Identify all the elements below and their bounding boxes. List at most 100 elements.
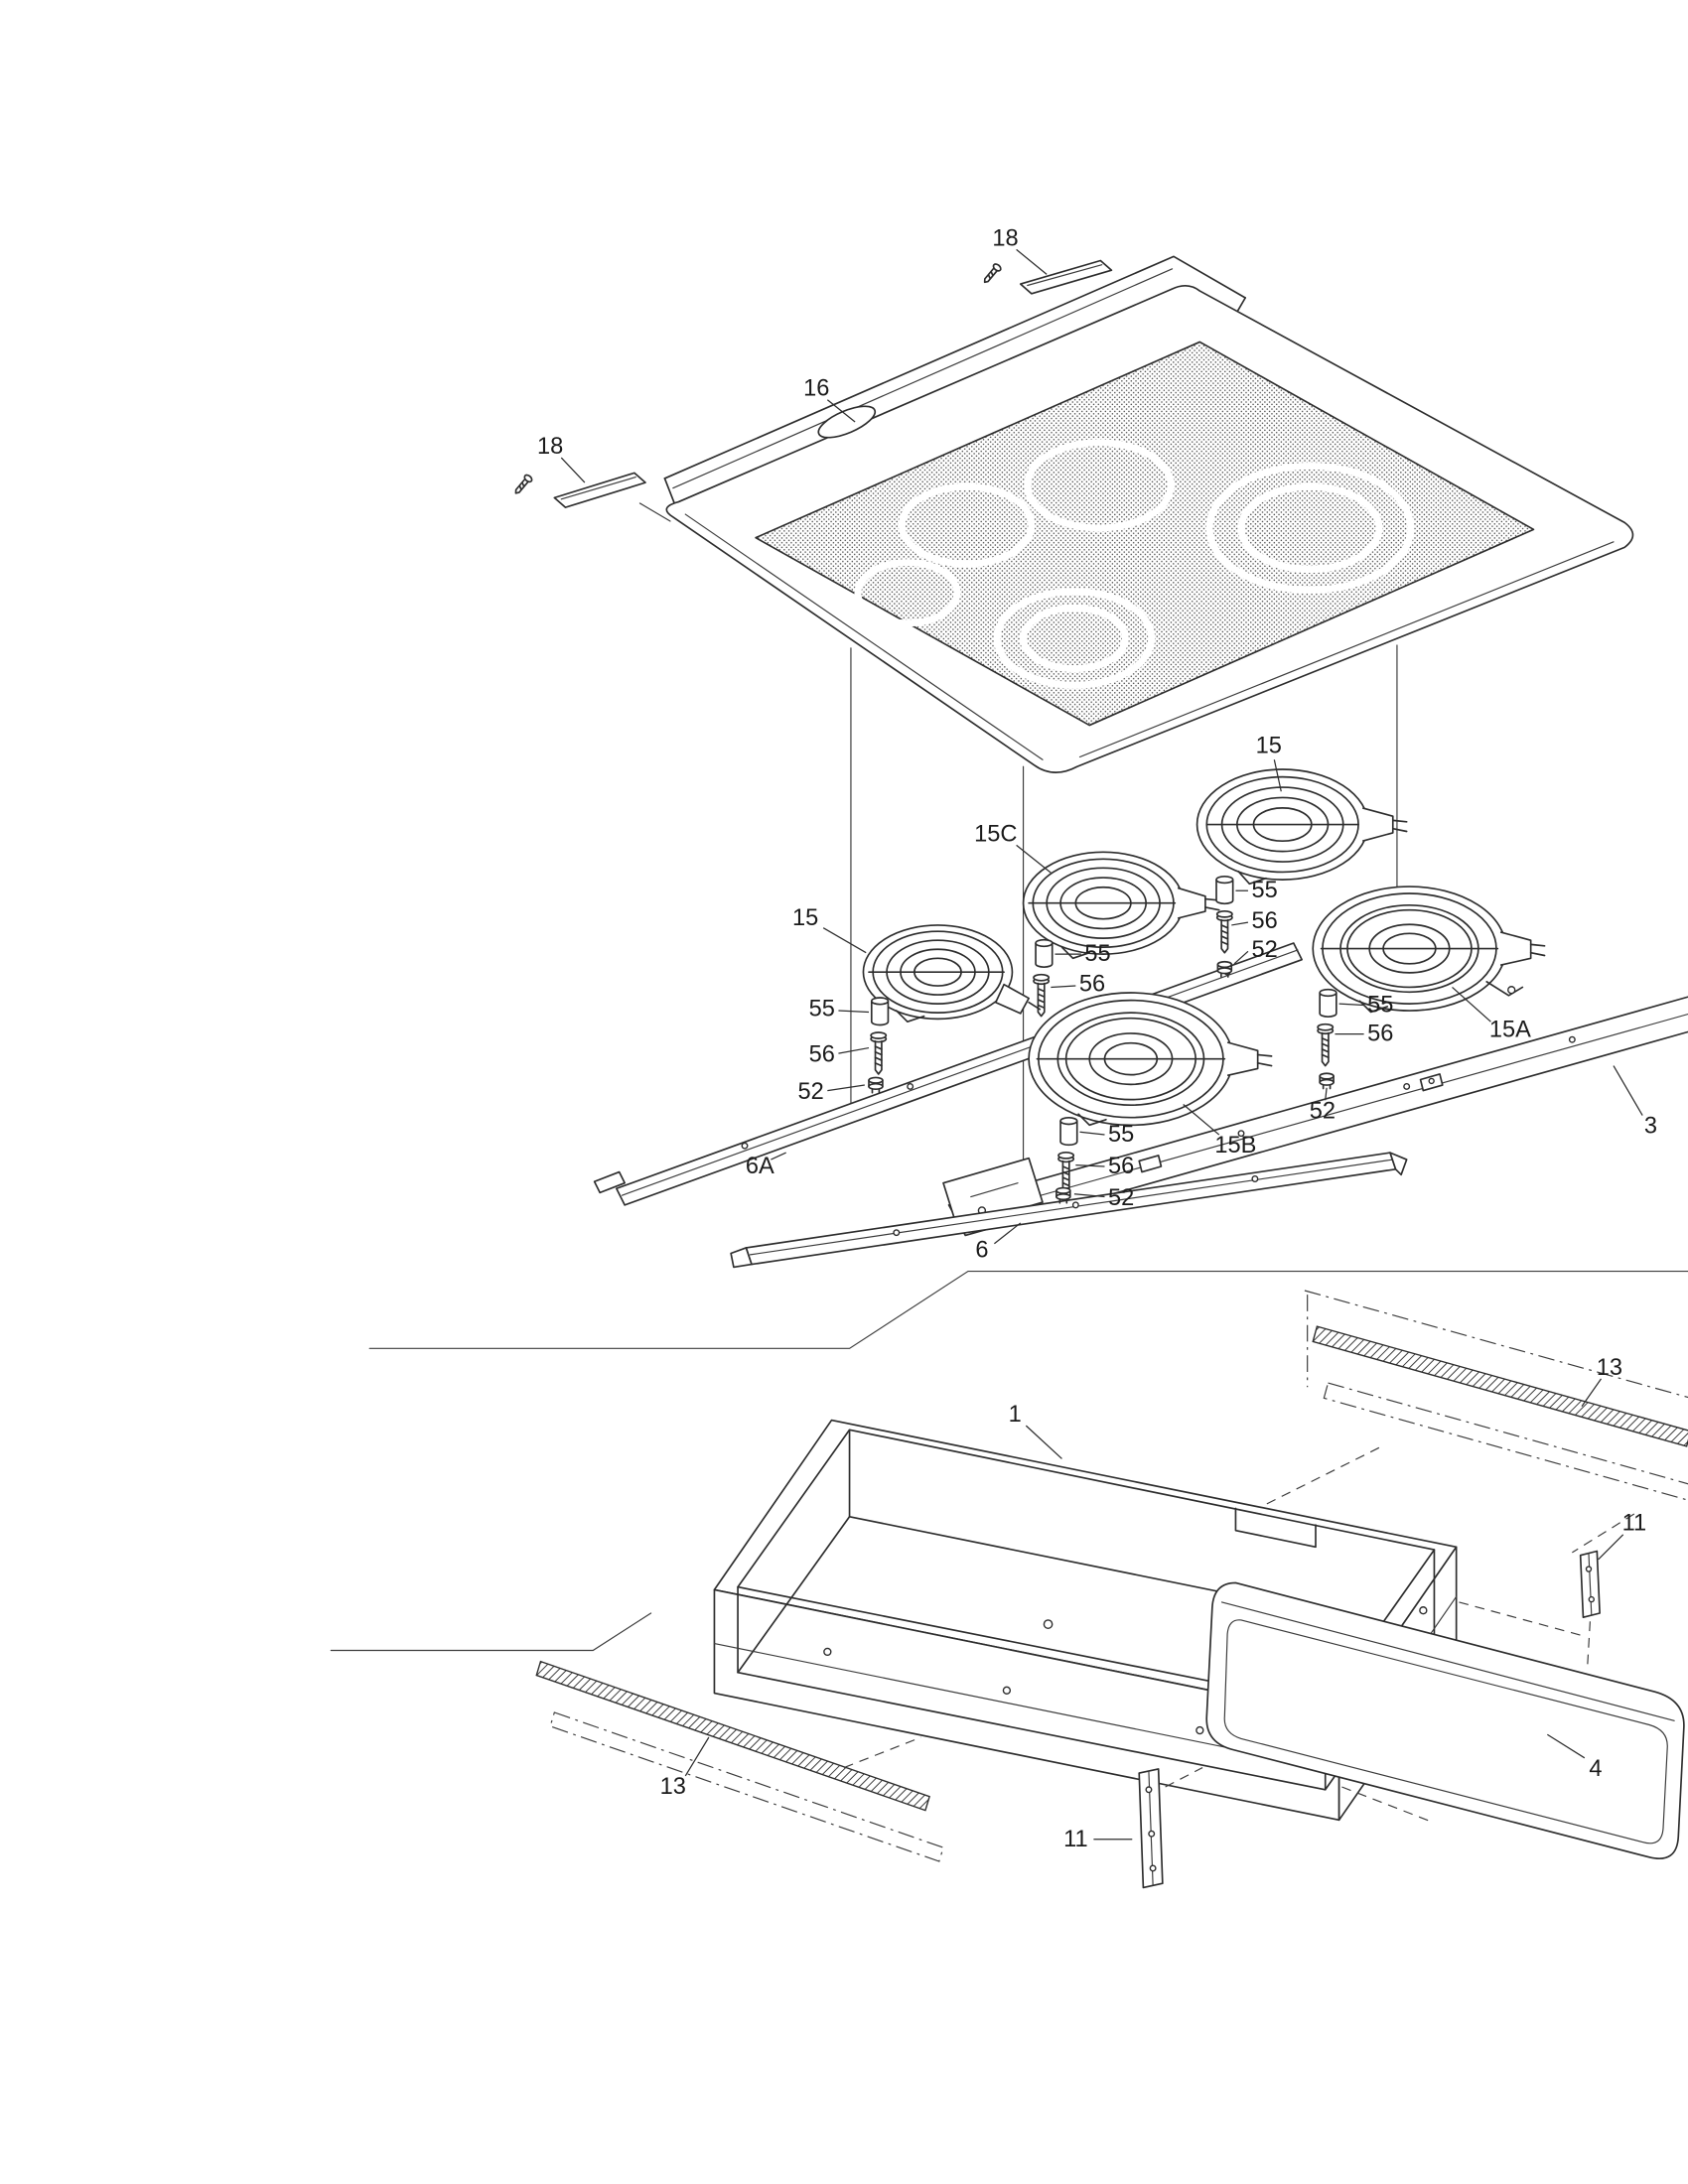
backsplash-lip bbox=[663, 255, 1246, 479]
leader-line-56 bbox=[838, 1046, 870, 1054]
leader-line-15 bbox=[1273, 759, 1282, 792]
screw-56 bbox=[870, 1031, 888, 1075]
part-label-11: 11 bbox=[1622, 1511, 1647, 1537]
slide-rail bbox=[1312, 1325, 1688, 1447]
rail-3 bbox=[942, 996, 1688, 1237]
bracket-11-left bbox=[1138, 1767, 1203, 1889]
spacer-55 bbox=[1319, 988, 1337, 1019]
part-label-15: 15 bbox=[1256, 733, 1282, 758]
part-label-6A: 6A bbox=[746, 1154, 774, 1179]
surface-element-15c bbox=[1022, 851, 1220, 960]
burner-ring bbox=[1024, 439, 1175, 532]
burner-ring bbox=[854, 559, 961, 627]
burner-ring bbox=[993, 588, 1156, 689]
bracket-screw bbox=[980, 261, 1003, 286]
burner-ring bbox=[898, 482, 1036, 568]
part-label-18: 18 bbox=[992, 225, 1018, 251]
leader-line-56 bbox=[1051, 985, 1076, 989]
part-label-52: 52 bbox=[798, 1079, 824, 1105]
hardware-stack-4 bbox=[1317, 988, 1337, 1090]
part-label-52: 52 bbox=[1251, 937, 1277, 963]
leader-line-56 bbox=[1075, 1163, 1105, 1167]
part-label-55: 55 bbox=[1367, 993, 1393, 1019]
part-label-18: 18 bbox=[537, 434, 563, 460]
screw-56 bbox=[1215, 909, 1233, 954]
part-label-4: 4 bbox=[1589, 1756, 1602, 1782]
leader-line-55 bbox=[838, 1010, 870, 1014]
leader-line-11 bbox=[1598, 1534, 1624, 1561]
callout-layer: 1816181515C55565215555655565255565215A31… bbox=[537, 225, 1657, 1852]
part-label-15C: 15C bbox=[974, 821, 1017, 847]
rail-6 bbox=[730, 1152, 1408, 1269]
bracket-screw bbox=[511, 473, 534, 497]
spacer-55 bbox=[870, 997, 890, 1026]
surface-element-15b bbox=[1028, 992, 1273, 1127]
leader-line-15A bbox=[1452, 986, 1491, 1023]
part-label-56: 56 bbox=[1108, 1154, 1134, 1179]
leader-line-1 bbox=[1025, 1425, 1062, 1459]
surface-element-15-top bbox=[1196, 768, 1408, 886]
slide-rail bbox=[535, 1660, 930, 1812]
hardware-stack-1 bbox=[1215, 875, 1234, 978]
bracket-18-left bbox=[511, 472, 671, 522]
leader-line-13 bbox=[1581, 1378, 1603, 1408]
part-label-15B: 15B bbox=[1214, 1133, 1256, 1159]
leader-line-52 bbox=[827, 1084, 865, 1092]
part-label-55: 55 bbox=[1251, 878, 1277, 903]
part-label-52: 52 bbox=[1310, 1098, 1336, 1124]
part-label-11: 11 bbox=[1063, 1827, 1088, 1852]
leader-line-52 bbox=[1325, 1087, 1328, 1101]
surface-element-15a bbox=[1312, 886, 1546, 1014]
leader-line-13 bbox=[684, 1736, 710, 1777]
part-label-13: 13 bbox=[1597, 1355, 1622, 1381]
burner-ring-inner bbox=[1020, 605, 1129, 673]
leader-line-18 bbox=[560, 457, 586, 483]
part-label-13: 13 bbox=[660, 1774, 686, 1800]
leader-line-56 bbox=[1231, 921, 1249, 926]
leader-line-55 bbox=[1079, 1131, 1105, 1136]
leader-line-55 bbox=[1338, 1003, 1364, 1007]
spacer-55 bbox=[1215, 875, 1234, 905]
drawer-slide-left-13 bbox=[330, 1612, 944, 1862]
leader-line-18 bbox=[1016, 248, 1048, 275]
part-label-1: 1 bbox=[1009, 1402, 1022, 1428]
glass-surface bbox=[755, 341, 1535, 727]
drawer-notch bbox=[1234, 1507, 1317, 1549]
explode-lines bbox=[850, 644, 1398, 1207]
leader-line-6A bbox=[771, 1152, 786, 1160]
leader-line-15C bbox=[1016, 844, 1052, 874]
body-phantom-lines bbox=[368, 1270, 1688, 1349]
part-label-3: 3 bbox=[1644, 1114, 1657, 1140]
drawer-slide-right-13 bbox=[1251, 1290, 1688, 1669]
part-label-6: 6 bbox=[975, 1238, 988, 1264]
surface-element-15-left bbox=[862, 924, 1042, 1023]
bracket-18-top bbox=[980, 259, 1113, 295]
part-label-55: 55 bbox=[809, 997, 835, 1023]
nut-52 bbox=[868, 1076, 884, 1094]
part-label-56: 56 bbox=[1251, 908, 1277, 934]
burner-ring-inner bbox=[1237, 482, 1383, 574]
leader-line-52 bbox=[1233, 950, 1249, 965]
part-label-55: 55 bbox=[1084, 941, 1110, 967]
part-label-55: 55 bbox=[1108, 1122, 1134, 1148]
bracket-11-right bbox=[1579, 1550, 1601, 1618]
hardware-stack-3 bbox=[868, 997, 890, 1094]
drawer-front-panel bbox=[1205, 1581, 1685, 1859]
part-label-52: 52 bbox=[1108, 1185, 1134, 1211]
hardware-stack-2 bbox=[1033, 938, 1054, 1018]
spacer-55 bbox=[1059, 1116, 1078, 1147]
part-label-16: 16 bbox=[803, 376, 829, 402]
burner-ring bbox=[1205, 462, 1415, 594]
part-label-15: 15 bbox=[792, 905, 818, 931]
part-label-56: 56 bbox=[809, 1042, 835, 1068]
leader-line-3 bbox=[1613, 1065, 1643, 1116]
maintop-assembly bbox=[663, 255, 1634, 773]
part-label-56: 56 bbox=[1367, 1022, 1393, 1047]
leader-line-15 bbox=[822, 927, 867, 954]
leader-line-15B bbox=[1183, 1104, 1220, 1136]
screw-56 bbox=[1317, 1023, 1335, 1067]
screw-56 bbox=[1033, 973, 1051, 1018]
leader-line-4 bbox=[1547, 1733, 1586, 1759]
